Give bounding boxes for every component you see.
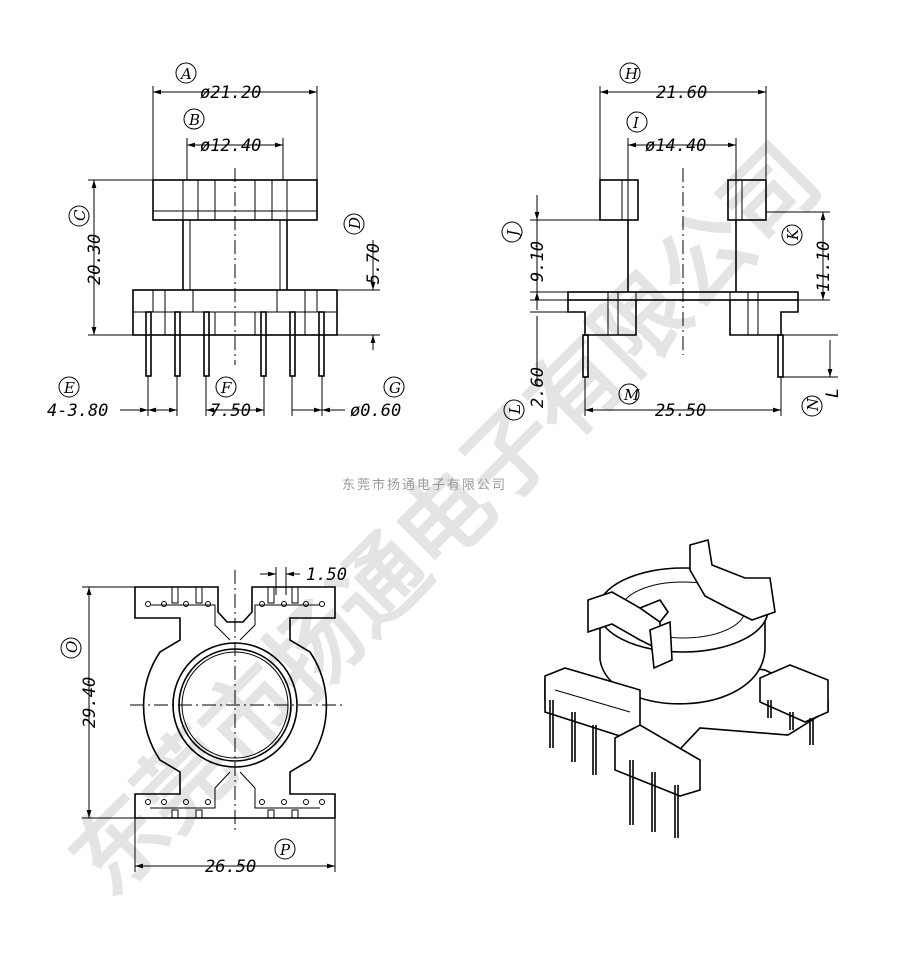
iso-block-right [759, 664, 829, 723]
dim-f: 7.50 [210, 401, 251, 421]
dim-j: 9.10 [528, 241, 548, 282]
label-p: P [279, 841, 291, 859]
label-b: B [188, 111, 200, 129]
pin-holes [145, 601, 325, 805]
side-view: H 21.60 I ø14.40 J 9.10 K 11.10 [501, 62, 843, 421]
iso-tab-front [649, 620, 673, 670]
label-f: F [220, 379, 232, 397]
dim-o: 29.40 [80, 677, 100, 728]
company-name: 东莞市扬通电子有限公司 [342, 477, 507, 493]
bottom-view: 1.50 O 29.40 P 26.50 [60, 565, 347, 877]
dim-h: 21.60 [656, 83, 707, 103]
label-j: J [504, 229, 522, 239]
iso-tab-right [689, 538, 776, 621]
label-e: E [63, 379, 75, 397]
label-g: G [389, 379, 401, 397]
label-a: A [179, 65, 192, 83]
dim-m: 25.50 [655, 401, 706, 421]
label-c: C [71, 209, 89, 221]
dim-b: ø12.40 [200, 136, 261, 156]
label-m: M [623, 386, 640, 404]
dim-l: 2.60 [528, 367, 548, 408]
bottom-outline [134, 586, 336, 819]
dim-p: 26.50 [205, 857, 256, 877]
dim-g: ø0.60 [350, 401, 401, 421]
side-top-right [727, 179, 767, 221]
label-n: N [804, 397, 822, 412]
label-o: O [63, 641, 81, 653]
watermark: 东莞市扬通电子有限公司 [50, 124, 841, 915]
dim-slot: 1.50 [306, 565, 347, 585]
front-view: A ø21.20 B ø12.40 C 20.30 D 5.70 [47, 62, 405, 421]
iso-block-front [614, 724, 701, 797]
label-l: L [506, 404, 524, 415]
side-pin-right [777, 334, 784, 378]
dim-i: ø14.40 [645, 136, 706, 156]
watermark-text: 东莞市扬通电子有限公司 [50, 124, 841, 915]
label-i: I [632, 114, 640, 132]
dim-k: 11.10 [814, 241, 834, 292]
isometric-view [544, 538, 829, 838]
dim-d: 5.70 [364, 243, 384, 284]
label-h: H [624, 65, 639, 83]
side-top-left [599, 179, 639, 221]
label-k: K [784, 228, 802, 241]
iso-pins [549, 700, 814, 838]
dim-c: 20.30 [85, 234, 105, 285]
dim-a: ø21.20 [200, 83, 261, 103]
dim-n: L [823, 388, 843, 398]
label-d: D [346, 217, 364, 230]
dim-e: 4-3.80 [47, 401, 108, 421]
